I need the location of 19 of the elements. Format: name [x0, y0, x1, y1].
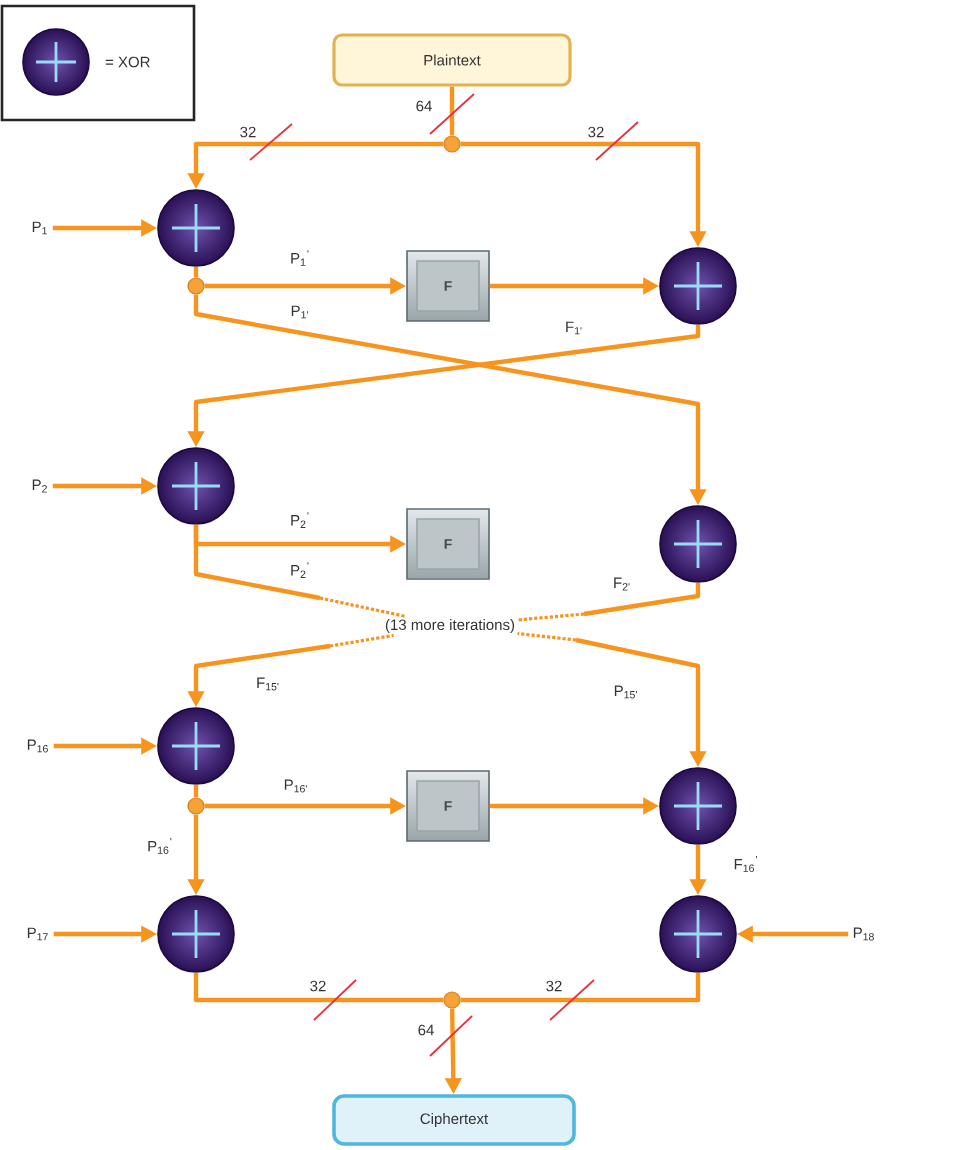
xor-circle — [157, 707, 235, 785]
connector-line — [193, 784, 199, 798]
junction-dot — [443, 991, 461, 1009]
connector-line — [460, 972, 701, 1003]
connector-line — [449, 86, 455, 136]
connector-line — [193, 266, 199, 278]
xor-circle — [157, 447, 235, 525]
connector-line — [517, 582, 701, 622]
connector-line — [193, 524, 407, 619]
xor-circle — [659, 247, 737, 325]
junction-dot — [187, 277, 205, 295]
connector-line — [193, 972, 444, 1003]
junction-dot — [443, 135, 461, 153]
xor-circle — [659, 505, 737, 583]
xor-circle — [157, 189, 235, 267]
xor-circle — [157, 895, 235, 973]
junction-dot — [187, 797, 205, 815]
xor-circle — [659, 767, 737, 845]
xor-circle — [659, 895, 737, 973]
